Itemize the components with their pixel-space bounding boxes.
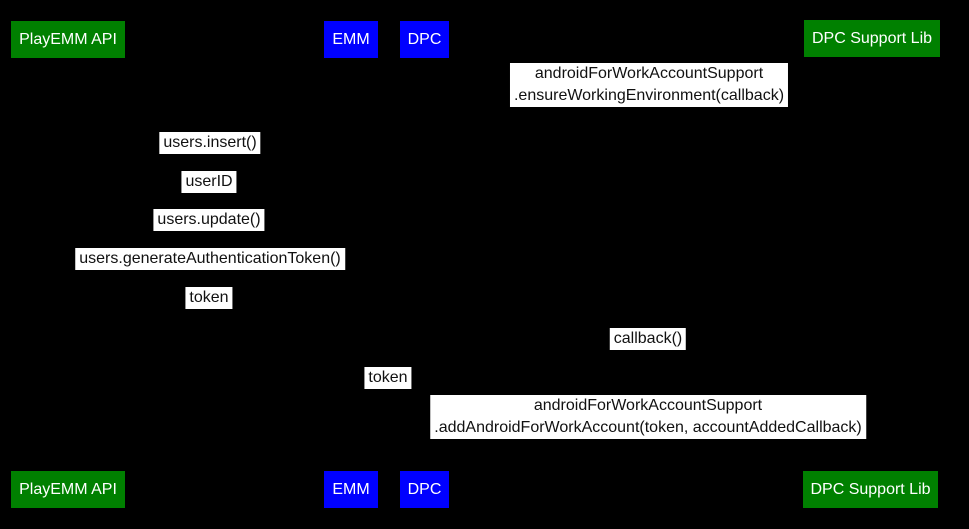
actor-top-dpc-support-lib: DPC Support Lib — [804, 20, 940, 57]
actor-top-dpc: DPC — [400, 21, 449, 58]
message-line: androidForWorkAccountSupport — [534, 65, 764, 82]
message-ensure-working-environment: androidForWorkAccountSupport .ensureWork… — [509, 63, 789, 107]
actor-bottom-dpc-support-lib: DPC Support Lib — [803, 471, 938, 508]
message-line: androidForWorkAccountSupport — [533, 397, 763, 414]
message-token-return: token — [185, 287, 233, 309]
actor-bottom-emm: EMM — [324, 471, 378, 508]
message-line: .addAndroidForWorkAccount(token, account… — [434, 419, 862, 436]
message-token-pass: token — [364, 367, 412, 389]
actor-top-playemm-api: PlayEMM API — [11, 21, 125, 58]
message-callback: callback() — [609, 328, 687, 350]
actor-bottom-playemm-api: PlayEMM API — [11, 471, 125, 508]
message-add-account: androidForWorkAccountSupport .addAndroid… — [430, 395, 866, 439]
message-line: .ensureWorkingEnvironment(callback) — [513, 87, 785, 104]
actor-bottom-dpc: DPC — [400, 471, 449, 508]
message-users-insert: users.insert() — [159, 132, 261, 154]
actor-top-emm: EMM — [324, 21, 378, 58]
message-user-id: userID — [181, 171, 237, 193]
message-generate-token: users.generateAuthenticationToken() — [75, 248, 345, 270]
message-users-update: users.update() — [153, 209, 265, 231]
